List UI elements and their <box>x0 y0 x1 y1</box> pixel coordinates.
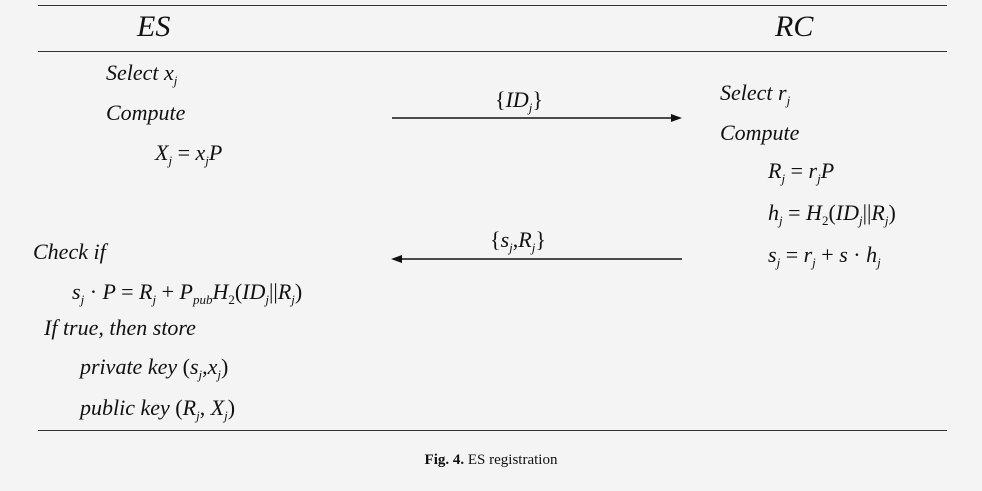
arrow-rc-to-es <box>391 255 682 263</box>
message-sr-label: {sj,Rj} <box>490 227 546 255</box>
header-rule <box>38 51 947 52</box>
es-header: ES <box>137 10 171 43</box>
rc-formula-R: Rj = rjP <box>768 158 835 186</box>
es-check-label: Check if <box>33 239 106 264</box>
es-compute-label: Compute <box>106 100 186 125</box>
rc-formula-h: hj = H2(IDj||Rj) <box>768 200 896 228</box>
message-id-label: {IDj} <box>495 87 543 115</box>
es-if-true-label: If true, then store <box>44 315 196 340</box>
rc-header: RC <box>775 10 814 43</box>
figure-caption-label: Fig. 4. <box>424 452 465 468</box>
es-select-label: Select <box>106 60 159 85</box>
figure-caption: Fig. 4. ES registration <box>0 452 982 469</box>
es-public-key-line: public key (Rj, Xj) <box>80 395 236 423</box>
rc-select-label: Select <box>720 80 773 105</box>
arrow-es-to-rc <box>392 114 682 122</box>
es-verify-formula: sj · P = Rj + PpubH2(IDj||Rj) <box>72 279 303 307</box>
es-private-key-label: private key <box>80 354 178 379</box>
top-rule <box>38 5 947 6</box>
figure-caption-text: ES registration <box>467 452 558 468</box>
es-public-key-label: public key <box>80 395 170 420</box>
rc-compute-label: Compute <box>720 120 800 145</box>
es-select-line: Select xj <box>106 60 178 88</box>
bottom-rule <box>38 430 947 431</box>
es-private-key-line: private key (sj,xj) <box>80 354 229 382</box>
es-compute-formula: Xj = xjP <box>155 140 223 168</box>
rc-formula-s: sj = rj + s · hj <box>768 242 881 270</box>
rc-select-line: Select rj <box>720 80 791 108</box>
